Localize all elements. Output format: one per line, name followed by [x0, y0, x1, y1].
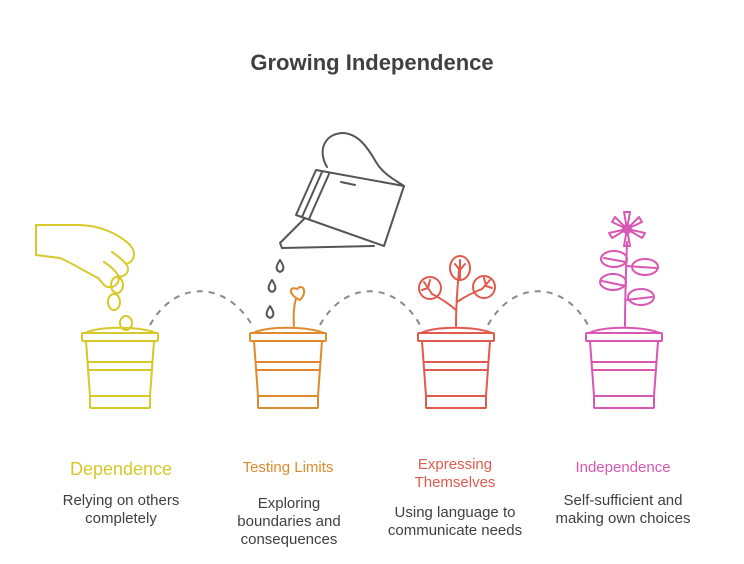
flower-pot-dependence [81, 326, 159, 409]
flower-blossom-icon [608, 211, 646, 247]
flowering-plant-icon [599, 241, 659, 327]
connector-arc-2 [319, 290, 421, 326]
flower-pot-independence [585, 326, 663, 409]
hand-icon [35, 224, 135, 289]
water-drops-icon [265, 259, 285, 319]
stage-label-dependence: Dependence [69, 459, 173, 479]
stage-label-expressing-themselves: Expressing Themselves [414, 456, 496, 491]
stage-desc-dependence: Relying on others completely [62, 492, 180, 527]
stage-label-independence: Independence [575, 459, 671, 476]
flower-pot-expressing-themselves [417, 326, 495, 409]
sprout-icon [289, 286, 306, 327]
connector-arcs [149, 290, 589, 326]
stage-desc-expressing-themselves: Using language to communicate needs [387, 504, 523, 539]
flower-pot-testing-limits [249, 326, 327, 409]
watering-can-icon [279, 132, 405, 249]
connector-arc-1 [149, 290, 253, 326]
diagram-title: Growing Independence [250, 50, 494, 75]
seeds-icon [107, 276, 133, 331]
leafy-plant-icon [418, 255, 496, 327]
stage-label-testing-limits: Testing Limits [242, 459, 334, 476]
stage-desc-testing-limits: Exploring boundaries and consequences [237, 495, 341, 548]
stage-desc-independence: Self-sufficient and making own choices [555, 492, 691, 527]
connector-arc-3 [487, 290, 589, 326]
